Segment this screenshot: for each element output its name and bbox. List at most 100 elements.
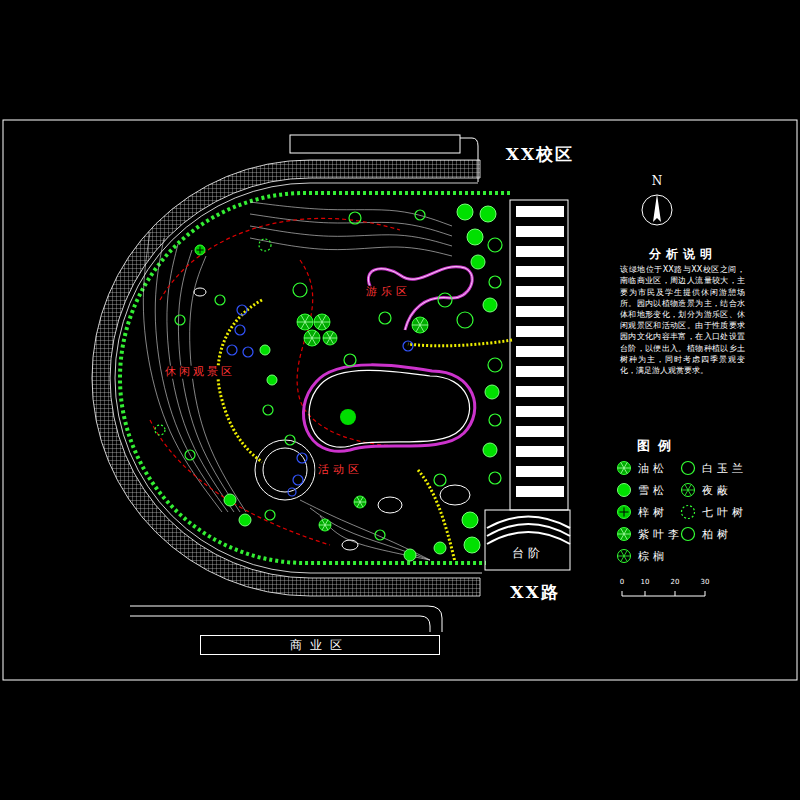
tree-crown (483, 298, 497, 312)
tree-ray (420, 318, 424, 325)
tree-symbol (618, 528, 631, 541)
legend-text: 夜蔽 (702, 483, 732, 498)
entrance-plaza (510, 200, 568, 510)
tree-ray (308, 338, 312, 345)
tree-crown (235, 325, 245, 335)
tree-ray (624, 528, 627, 534)
tree-symbol (155, 425, 165, 435)
tree-ray (330, 338, 337, 339)
round-plaza (263, 448, 307, 492)
tree-symbol (243, 347, 253, 357)
tree-ray (624, 468, 631, 469)
tree-symbol (467, 229, 483, 245)
tree-crown (319, 519, 331, 531)
legend-text: 柏树 (702, 527, 732, 542)
paving-stripe (516, 406, 564, 417)
tree-symbol (185, 450, 195, 460)
legend-heading: 图例 (635, 439, 681, 454)
tree-ray (412, 325, 420, 326)
legend-text: 紫叶李 (638, 527, 683, 542)
rockery (194, 288, 206, 296)
legend-item: 白玉兰 (680, 460, 747, 476)
paving-stripes (516, 206, 564, 497)
tree-crown (263, 405, 273, 415)
tree-ray (325, 525, 331, 526)
tree-ray (312, 338, 320, 339)
analysis-panel: 分析说明该绿地位于XX路与XX校区之间，南临商业区，周边人流量较大，主要为市民及… (620, 245, 745, 376)
tree-ray (618, 556, 625, 557)
tree-crown (354, 496, 366, 508)
tree-ray (301, 315, 305, 322)
island (340, 409, 356, 425)
scale-number: 30 (699, 578, 712, 586)
tree-crown (314, 314, 330, 330)
tree-ray (624, 556, 631, 557)
tree-symbol (618, 550, 631, 563)
drawing-frame (3, 120, 797, 680)
tree-symbol (489, 472, 501, 484)
tree-ray (314, 322, 322, 323)
tree-crown (415, 210, 425, 220)
tree-ray (312, 331, 316, 338)
tree-symbol (175, 315, 185, 325)
legend-text: 七叶树 (702, 505, 747, 520)
tree-crown (239, 514, 251, 526)
zone-label: 活动区 (316, 464, 365, 477)
tree-ray (685, 490, 688, 496)
legend-symbol (616, 504, 632, 520)
tree-symbol (457, 312, 473, 328)
north-arrow (653, 194, 661, 222)
legend-symbol (616, 526, 632, 542)
tree-symbol (319, 519, 331, 531)
tree-crown (682, 528, 695, 541)
legend-symbol (616, 482, 632, 498)
round-plaza (255, 440, 315, 500)
tree-crown (464, 537, 480, 553)
paving-stripe (516, 326, 564, 337)
tree-symbol (618, 462, 631, 475)
school-building (290, 135, 460, 153)
tree-ray (685, 484, 688, 490)
tree-ray (624, 550, 627, 556)
tree-ray (624, 468, 627, 474)
tree-crown (403, 341, 413, 351)
tree-symbol (618, 484, 631, 497)
legend-item: 梓树 (616, 504, 668, 520)
tree-symbol (438, 293, 452, 307)
tree-ray (624, 556, 627, 562)
tree-ray (618, 468, 625, 469)
paving-stripe (516, 386, 564, 397)
scale-number: 10 (639, 578, 652, 586)
tree-symbol (489, 276, 501, 288)
tree-ray (621, 534, 624, 540)
tree-crown (375, 530, 385, 540)
tree-symbol (265, 510, 275, 520)
paving-stripe (516, 466, 564, 477)
tree-crown (265, 510, 275, 520)
planting (155, 204, 502, 561)
paving-stripe (516, 486, 564, 497)
tree-symbol (462, 512, 478, 528)
pond-edge (303, 365, 474, 451)
step-edge (487, 524, 570, 536)
tree-crown (485, 385, 499, 399)
area-name: XX校区 (504, 145, 576, 165)
tree-ray (297, 322, 305, 323)
tree-crown (288, 488, 296, 496)
tree-ray (330, 338, 334, 344)
tree-ray (325, 525, 328, 530)
tree-symbol (354, 496, 366, 508)
tree-crown (323, 331, 337, 345)
tree-crown (462, 512, 478, 528)
tree-crown (267, 375, 277, 385)
tree-crown (438, 293, 452, 307)
tree-symbol (259, 239, 271, 251)
tree-symbol (227, 345, 237, 355)
tree-ray (624, 534, 627, 540)
tree-symbol (215, 295, 225, 305)
legend-item: 夜蔽 (680, 482, 732, 498)
paving-stripe (516, 306, 564, 317)
tree-ray (416, 318, 420, 325)
paving-stripe (516, 246, 564, 257)
